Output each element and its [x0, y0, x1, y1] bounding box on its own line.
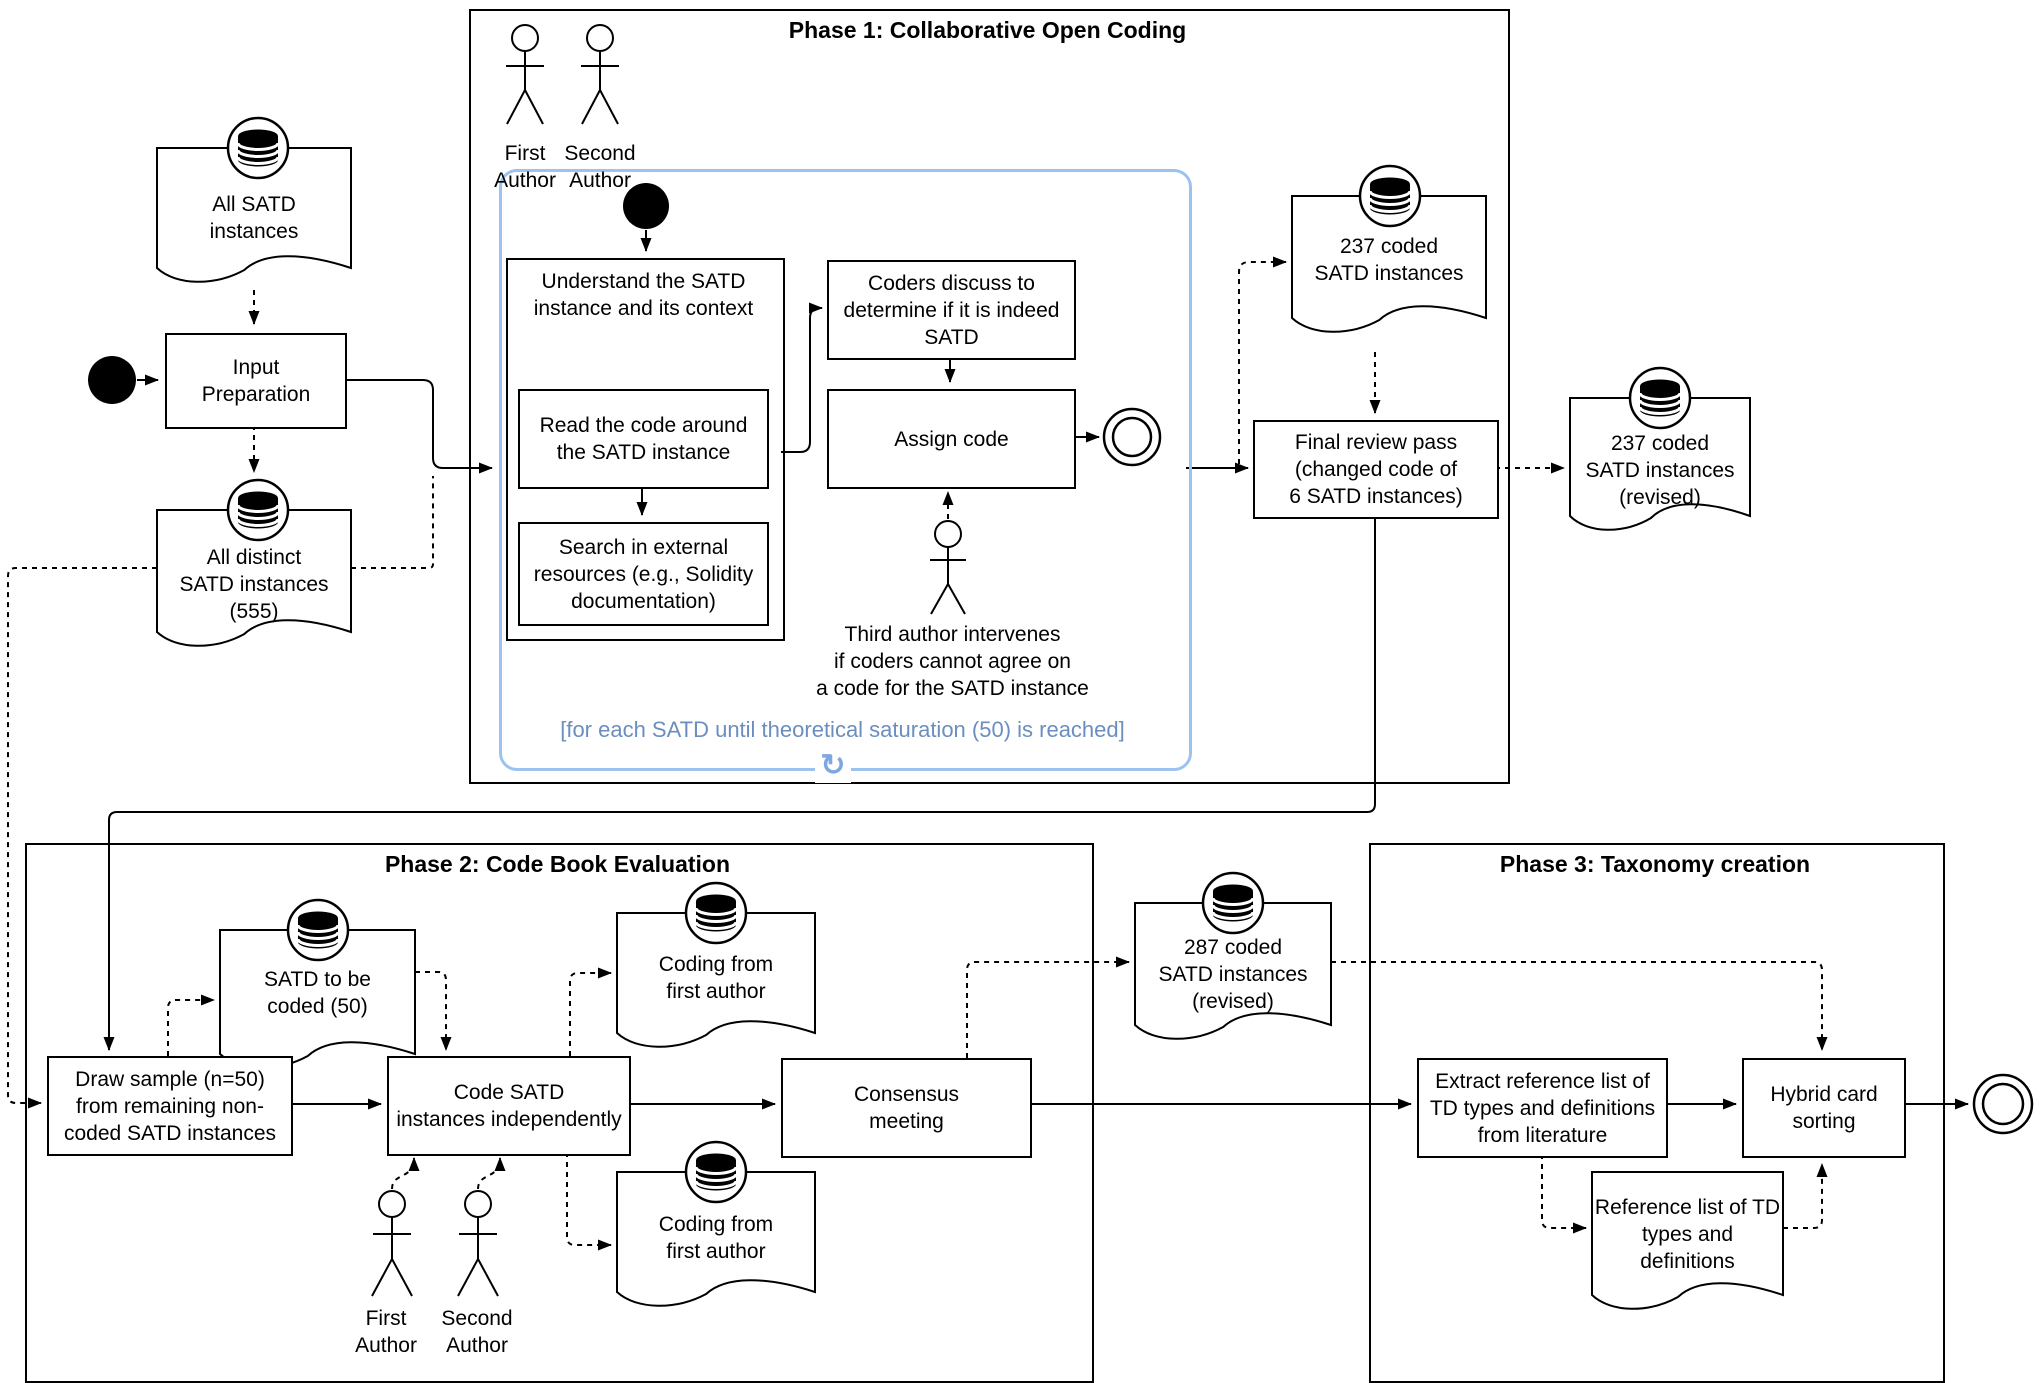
- code-satd-step: Code SATD instances independently: [387, 1056, 631, 1156]
- document-coding-first-author-top: [616, 912, 816, 1048]
- assign-code-step: Assign code: [827, 389, 1076, 489]
- document-237-coded-revised: [1569, 397, 1751, 531]
- extract-reference-step: Extract reference list of TD types and d…: [1417, 1058, 1668, 1158]
- consensus-meeting-step: Consensus meeting: [781, 1058, 1032, 1158]
- loop-initial-node: [623, 183, 669, 229]
- hybrid-card-sorting-step: Hybrid card sorting: [1742, 1058, 1906, 1158]
- edge-first-author-to-code: [391, 1157, 420, 1190]
- loop-icon: ↻: [815, 747, 851, 783]
- loop-guard-note: [for each SATD until theoretical saturat…: [560, 717, 1125, 742]
- database-icon: [1628, 366, 1692, 430]
- search-resources-step: Search in external resources (e.g., Soli…: [518, 522, 769, 626]
- database-icon: [226, 478, 290, 542]
- second-author-phase2-label: Second Author: [441, 1307, 513, 1357]
- all-satd-doc-label: All SATD instances: [209, 193, 299, 243]
- coded-237-revised-doc-label: 237 coded SATD instances (revised): [1585, 431, 1735, 509]
- edge-consensus-to-287coded: [966, 956, 1130, 1058]
- understand-step: [506, 258, 785, 641]
- edge-sample-doc-to-code: [415, 971, 452, 1051]
- third-author-icon: [930, 520, 966, 615]
- understand-step-label: Understand the SATD instance and its con…: [533, 270, 754, 320]
- coding-top-doc-label: Coding from first author: [658, 953, 774, 1003]
- second-author-phase2-icon: [457, 1190, 499, 1297]
- database-icon: [684, 1140, 748, 1204]
- phase1-container: [469, 9, 1510, 784]
- document-287-coded-revised: [1134, 902, 1332, 1040]
- third-author-note: Third author intervenes if coders cannot…: [816, 622, 1089, 700]
- document-reference-list: [1591, 1171, 1784, 1310]
- phase3-container: [1369, 843, 1945, 1383]
- database-icon: [684, 881, 748, 945]
- coded-237-doc-label: 237 coded SATD instances: [1314, 235, 1464, 285]
- first-author-phase2-label: First Author: [355, 1307, 417, 1357]
- all-distinct-doc-label: All distinct SATD instances (555): [179, 545, 329, 623]
- edge-alldistinct-to-draw-sample: [7, 567, 157, 1109]
- first-author-icon: [506, 24, 544, 125]
- initial-node: [88, 356, 136, 404]
- database-icons: [226, 116, 1692, 1204]
- document-coding-first-author-bottom: [616, 1171, 816, 1307]
- edge-understand-to-discuss: [781, 302, 823, 453]
- activity-final-node-phase3: [1972, 1073, 2034, 1135]
- draw-sample-step: Draw sample (n=50) from remaining non- c…: [47, 1056, 293, 1156]
- database-icon: [1358, 164, 1422, 228]
- edge-second-author-to-code: [477, 1157, 506, 1190]
- coders-discuss-step: Coders discuss to determine if it is ind…: [827, 260, 1076, 360]
- activity-final-node-phase1: [1102, 407, 1162, 467]
- edge-loop-to-237coded: [1238, 256, 1287, 464]
- document-all-distinct-satd: [156, 509, 352, 647]
- final-review-step: Final review pass (changed code of 6 SAT…: [1253, 420, 1499, 519]
- edge-alldistinct-to-loop: [351, 476, 434, 569]
- reference-list-doc-label: Reference list of TD types and definitio…: [1594, 1195, 1781, 1273]
- edge-extract-to-reference-doc: [1541, 1154, 1587, 1234]
- edge-code-to-coding-top: [569, 967, 612, 1056]
- edge-final-review-to-draw-sample: [103, 515, 1376, 1051]
- phase3-title: Phase 3: Taxonomy creation: [1499, 851, 1811, 877]
- edge-draw-sample-to-sample-doc: [167, 994, 215, 1056]
- coded-287-revised-doc-label: 287 coded SATD instances (revised): [1158, 935, 1308, 1013]
- database-icon: [226, 116, 290, 180]
- edge-input-preparation-to-loop: [343, 379, 493, 474]
- phase2-container: [25, 843, 1094, 1383]
- first-author-label: First Author: [494, 142, 556, 192]
- phase2-title: Phase 2: Code Book Evaluation: [384, 851, 731, 877]
- database-icon: [286, 898, 350, 962]
- second-author-icon: [581, 24, 619, 125]
- edge-reference-doc-to-hybrid: [1783, 1163, 1828, 1229]
- document-237-coded: [1291, 195, 1487, 333]
- document-all-satd: [156, 147, 352, 283]
- edge-code-to-coding-bottom: [566, 1152, 612, 1251]
- satd-to-be-coded-doc-label: SATD to be coded (50): [264, 968, 371, 1018]
- coding-bottom-doc-label: Coding from first author: [658, 1213, 774, 1263]
- first-author-phase2-icon: [371, 1190, 413, 1297]
- phase1-title: Phase 1: Collaborative Open Coding: [788, 17, 1187, 43]
- edge-287coded-to-hybrid: [1331, 961, 1828, 1051]
- input-preparation-step: Input Preparation: [165, 333, 347, 429]
- read-code-step: Read the code around the SATD instance: [518, 389, 769, 489]
- database-icon: [1201, 871, 1265, 935]
- second-author-label: Second Author: [564, 142, 636, 192]
